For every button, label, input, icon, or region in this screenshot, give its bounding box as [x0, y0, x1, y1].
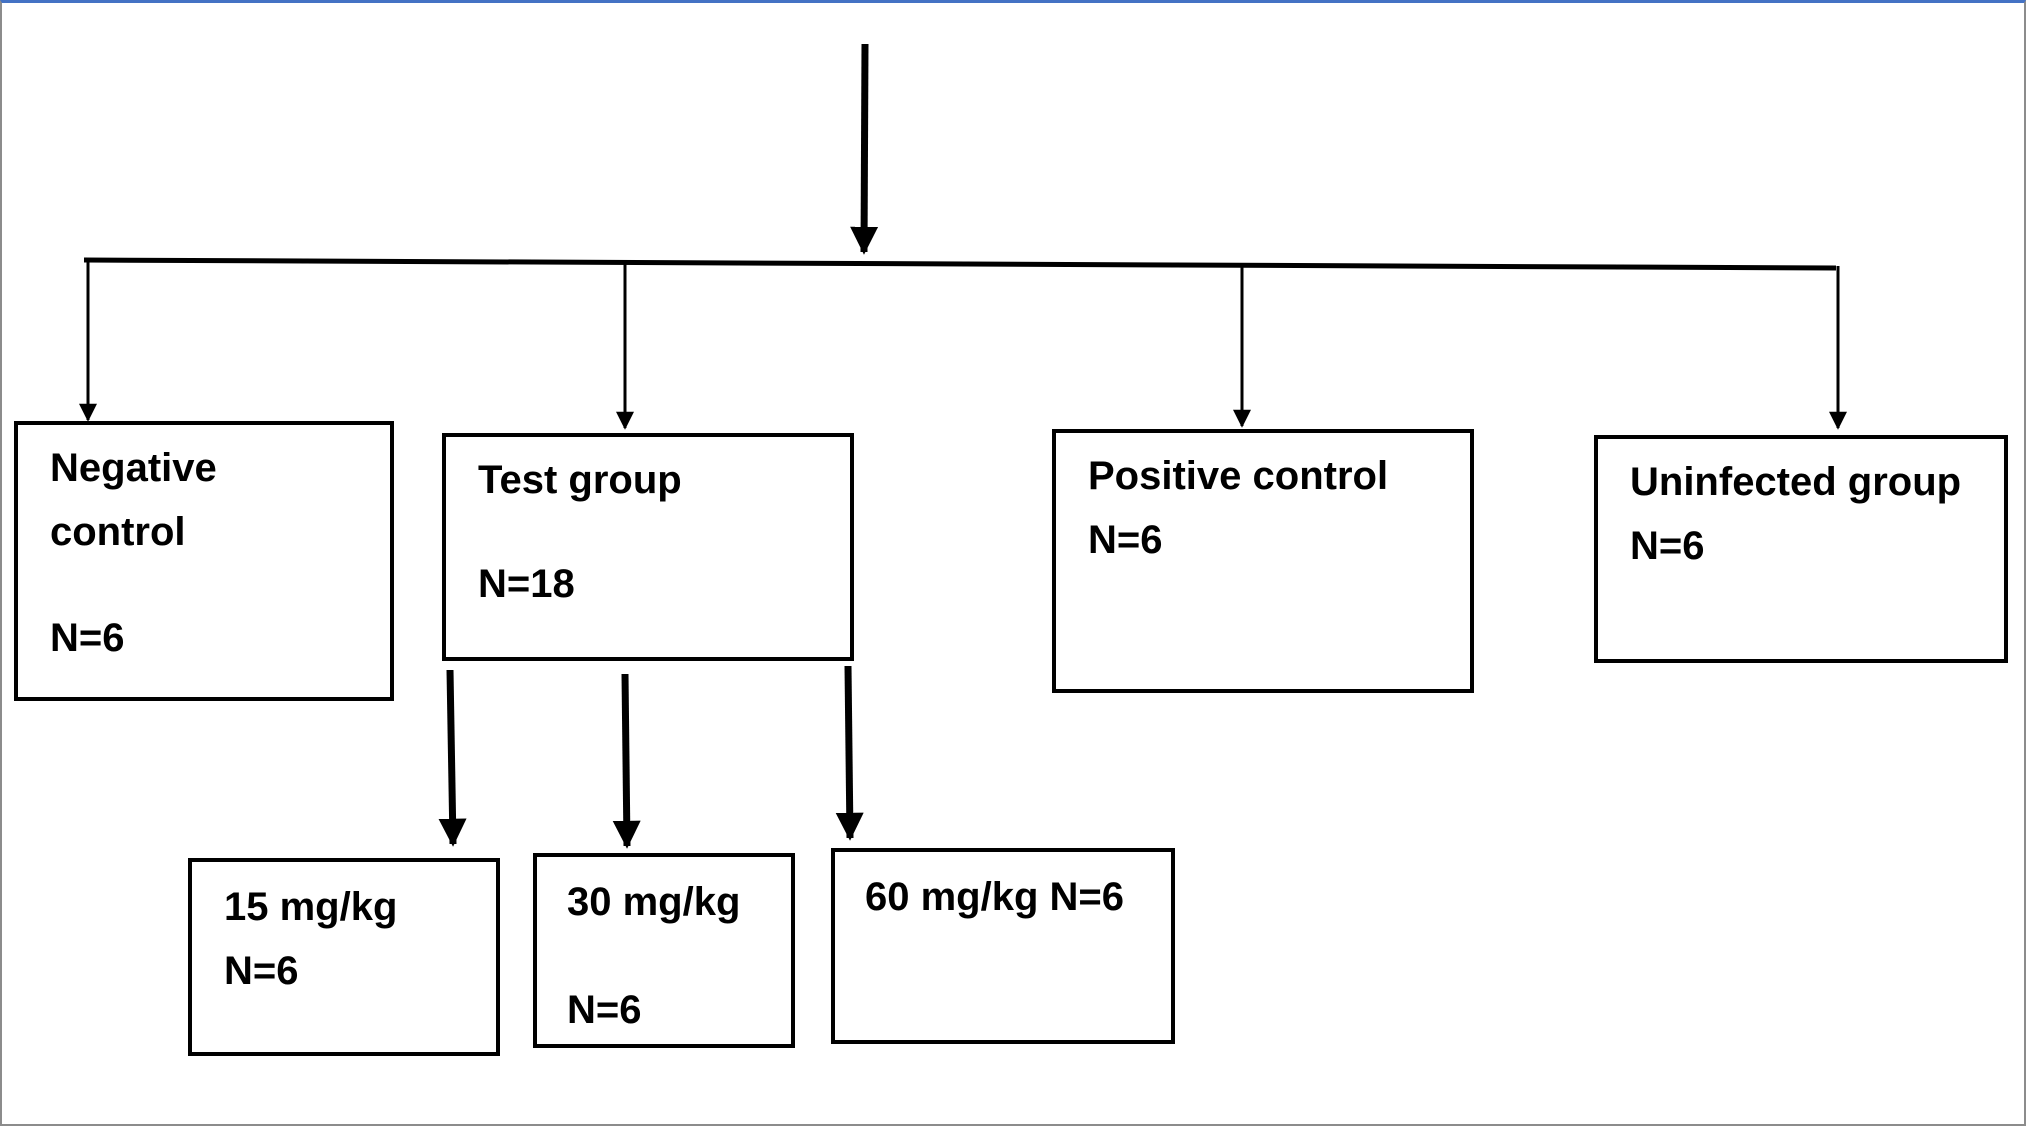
test-group-count: N=18 [478, 562, 575, 606]
horizontal-branch-line [83, 257, 1837, 271]
uninfected-group-count: N=6 [1630, 524, 1705, 568]
negative-control-label-line1: Negative [50, 446, 217, 490]
arrow-to-30-mg-kg [612, 673, 641, 849]
arrow-to-15-mg-kg [438, 669, 467, 847]
test-group-label: Test group [478, 458, 682, 502]
dose-15-count: N=6 [224, 949, 299, 993]
dose-30-box: 30 mg/kg N=6 [533, 853, 795, 1048]
uninfected-group-box: Uninfected group N=6 [1594, 435, 2008, 663]
uninfected-group-label: Uninfected group [1630, 460, 1962, 504]
top-input-arrow [850, 43, 879, 255]
dose-30-label: 30 mg/kg [567, 880, 741, 924]
dose-60-label: 60 mg/kg N=6 [865, 875, 1125, 919]
negative-control-count: N=6 [50, 616, 125, 660]
dose-60-box: 60 mg/kg N=6 [831, 848, 1175, 1044]
positive-control-count: N=6 [1088, 518, 1163, 562]
negative-control-box: Negative control N=6 [14, 421, 394, 701]
dose-30-count: N=6 [567, 988, 642, 1032]
positive-control-box: Positive control N=6 [1052, 429, 1474, 693]
negative-control-label-line2: control [50, 510, 186, 554]
positive-control-label: Positive control [1088, 454, 1389, 498]
arrow-to-60-mg-kg [835, 665, 864, 841]
test-group-box: Test group N=18 [442, 433, 854, 661]
dose-15-box: 15 mg/kg N=6 [188, 858, 500, 1056]
dose-15-label: 15 mg/kg [224, 885, 398, 929]
